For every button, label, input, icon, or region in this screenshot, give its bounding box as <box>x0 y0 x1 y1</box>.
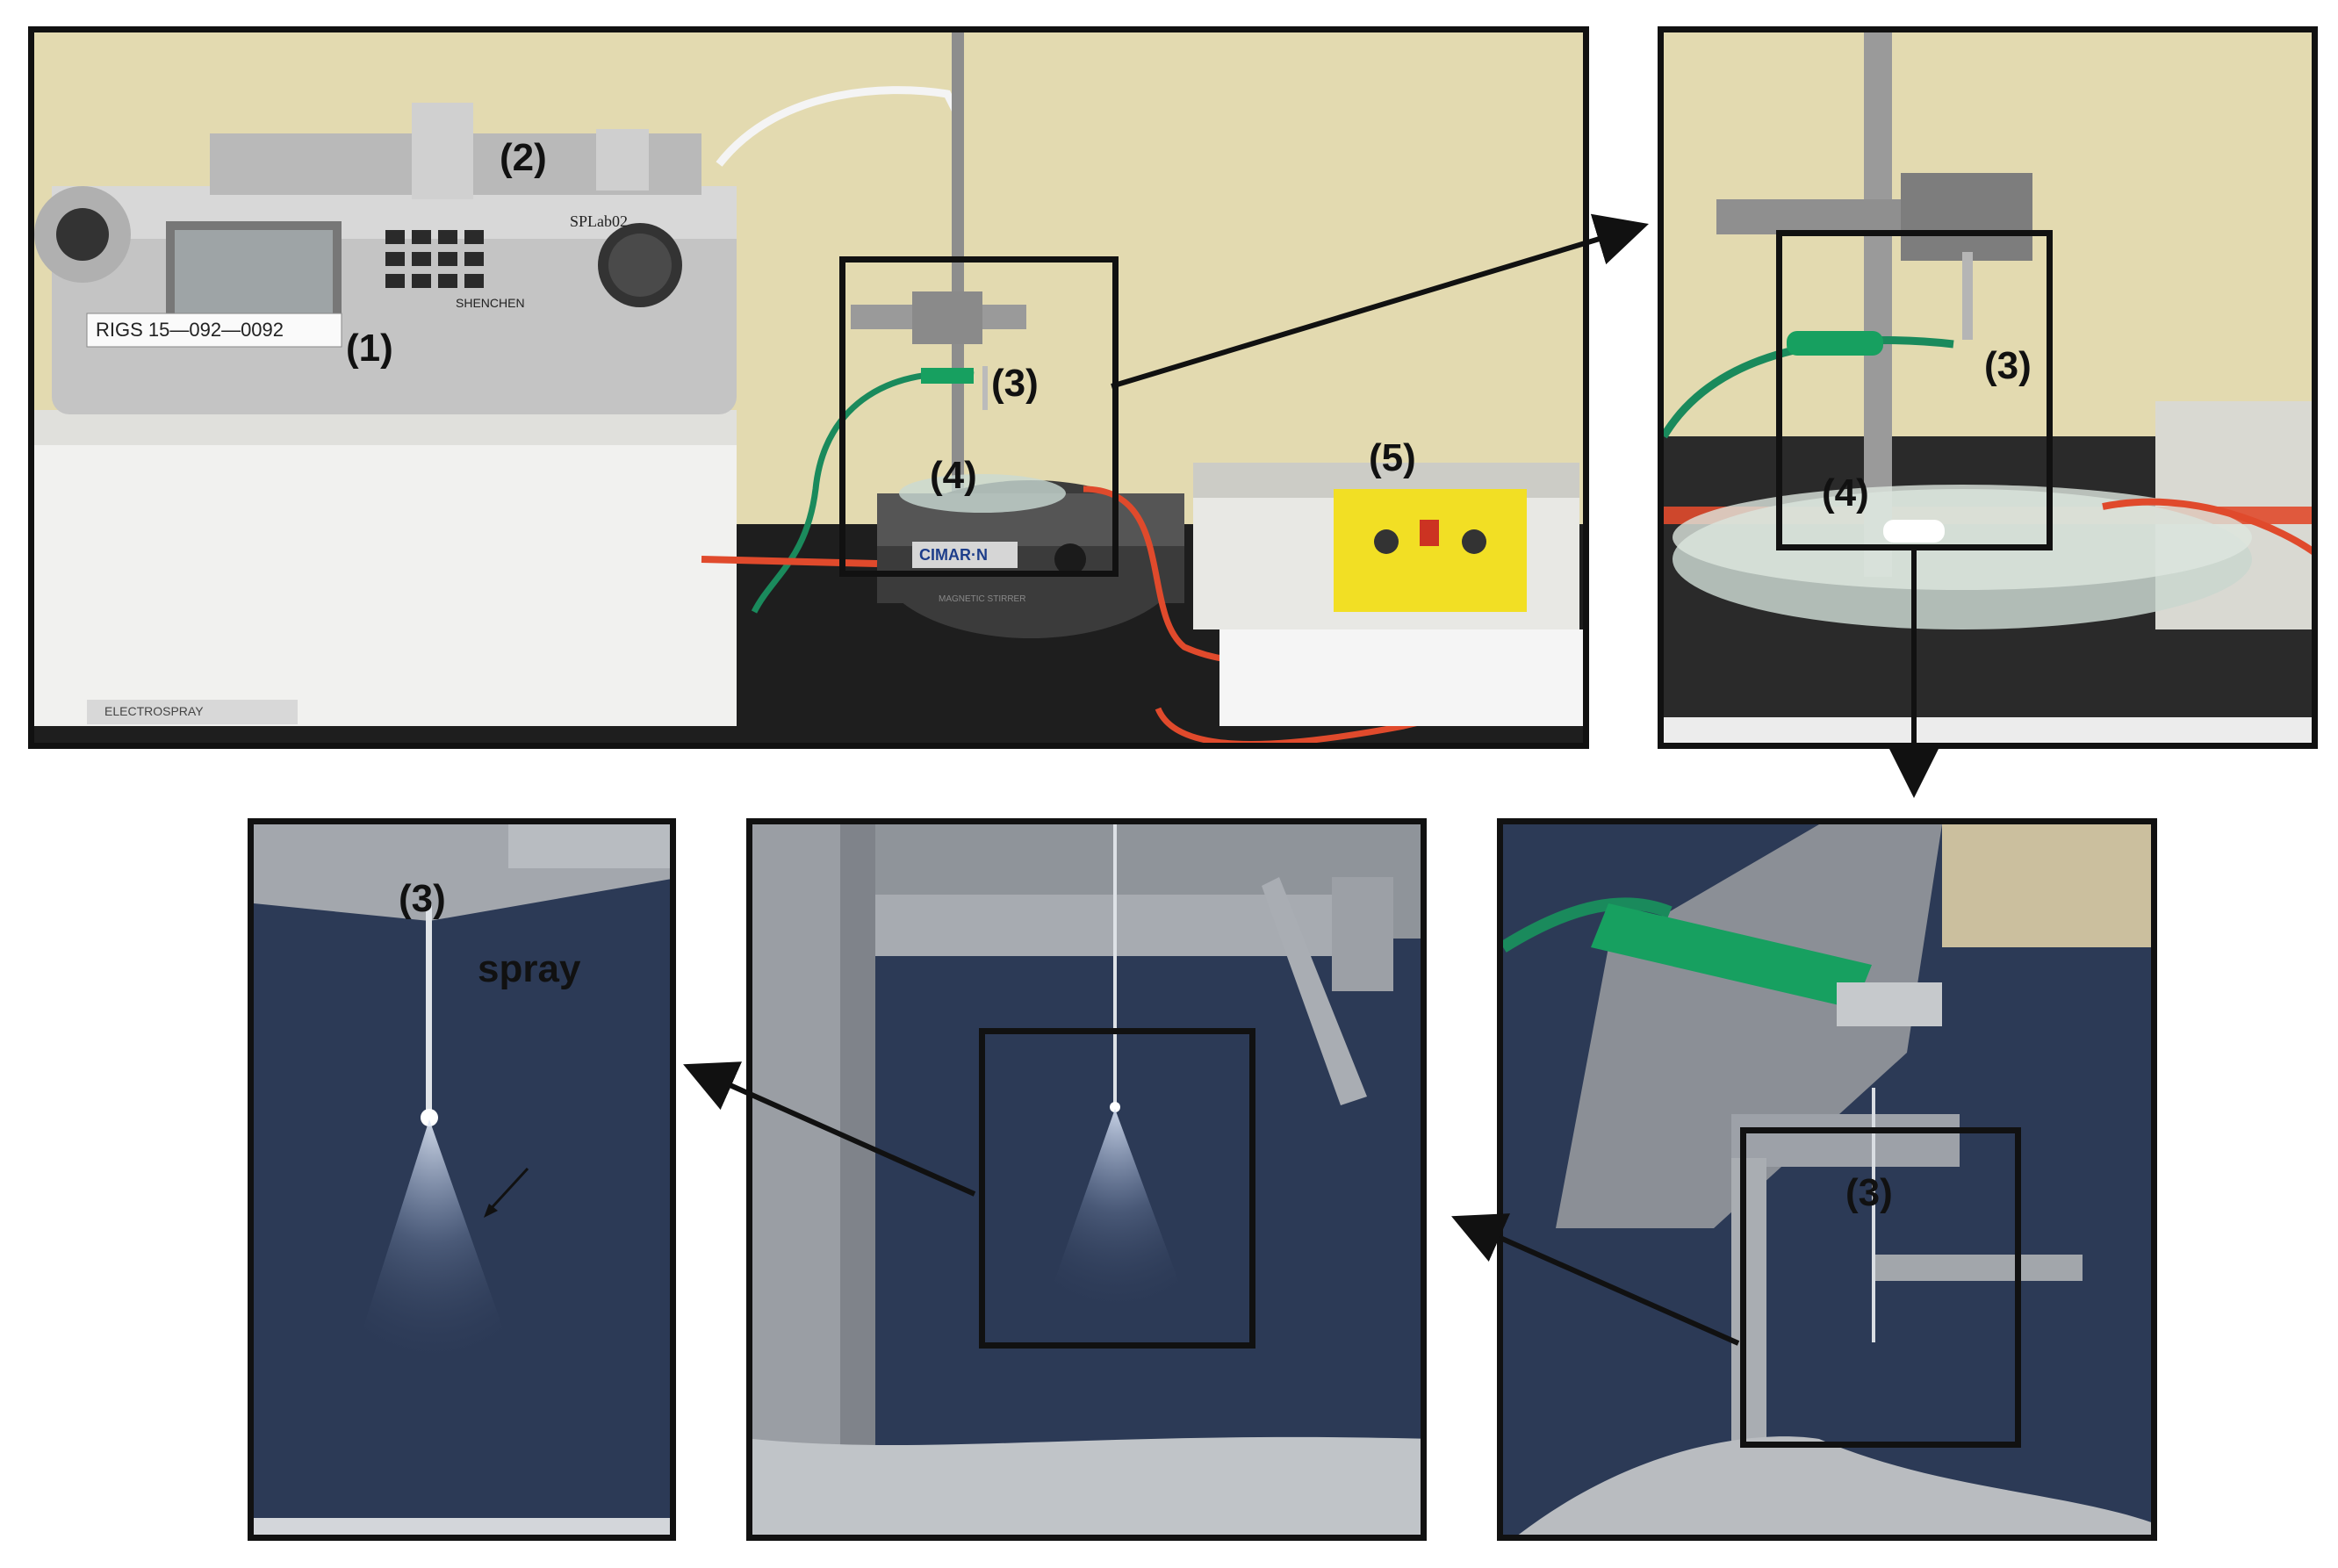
label-collector-zoom: (4) <box>1822 471 1869 514</box>
label-syringe-pump: (1) <box>346 327 393 370</box>
label-spray: spray <box>478 947 581 990</box>
stirrer-brand-text: CIMAR·N <box>919 546 988 564</box>
needle-clip-photo <box>1503 824 2151 1535</box>
label-needle-clip: (3) <box>1845 1171 1893 1214</box>
bench-label-text: ELECTROSPRAY <box>104 704 204 718</box>
label-needle-zoom: (3) <box>1984 344 2032 387</box>
panel-needle-clip: (3) <box>1497 818 2157 1541</box>
spray-closeup-photo <box>254 824 670 1535</box>
label-needle-closeup: (3) <box>399 877 446 920</box>
zoom-box-spray-tip <box>979 1028 1255 1349</box>
label-power-supply: (5) <box>1369 436 1416 479</box>
label-collector: (4) <box>930 454 977 497</box>
panel-spray-zoom <box>746 818 1427 1541</box>
pump-brand-text: SPLab02 <box>570 212 629 230</box>
pump-tag-text: RIGS 15—092—0092 <box>96 319 284 341</box>
label-syringe: (2) <box>500 136 547 179</box>
setup-photo <box>34 32 1583 743</box>
panel-spray-closeup: (3) spray <box>248 818 676 1541</box>
zoom-box-needle-tip <box>1776 230 2053 550</box>
pump-maker-text: SHENCHEN <box>456 296 525 310</box>
stirrer-model-text: MAGNETIC STIRRER <box>939 594 1026 604</box>
panel-needle-zoom: (3) (4) <box>1658 26 2318 749</box>
zoom-box-needle-area <box>839 256 1119 577</box>
needle-zoom-photo <box>1664 32 2312 743</box>
panel-setup-overview: SPLab02 SHENCHEN RIGS 15—092—0092 CIMAR·… <box>28 26 1589 749</box>
zoom-box-needle-spray <box>1740 1127 2021 1448</box>
label-needle: (3) <box>991 362 1039 405</box>
